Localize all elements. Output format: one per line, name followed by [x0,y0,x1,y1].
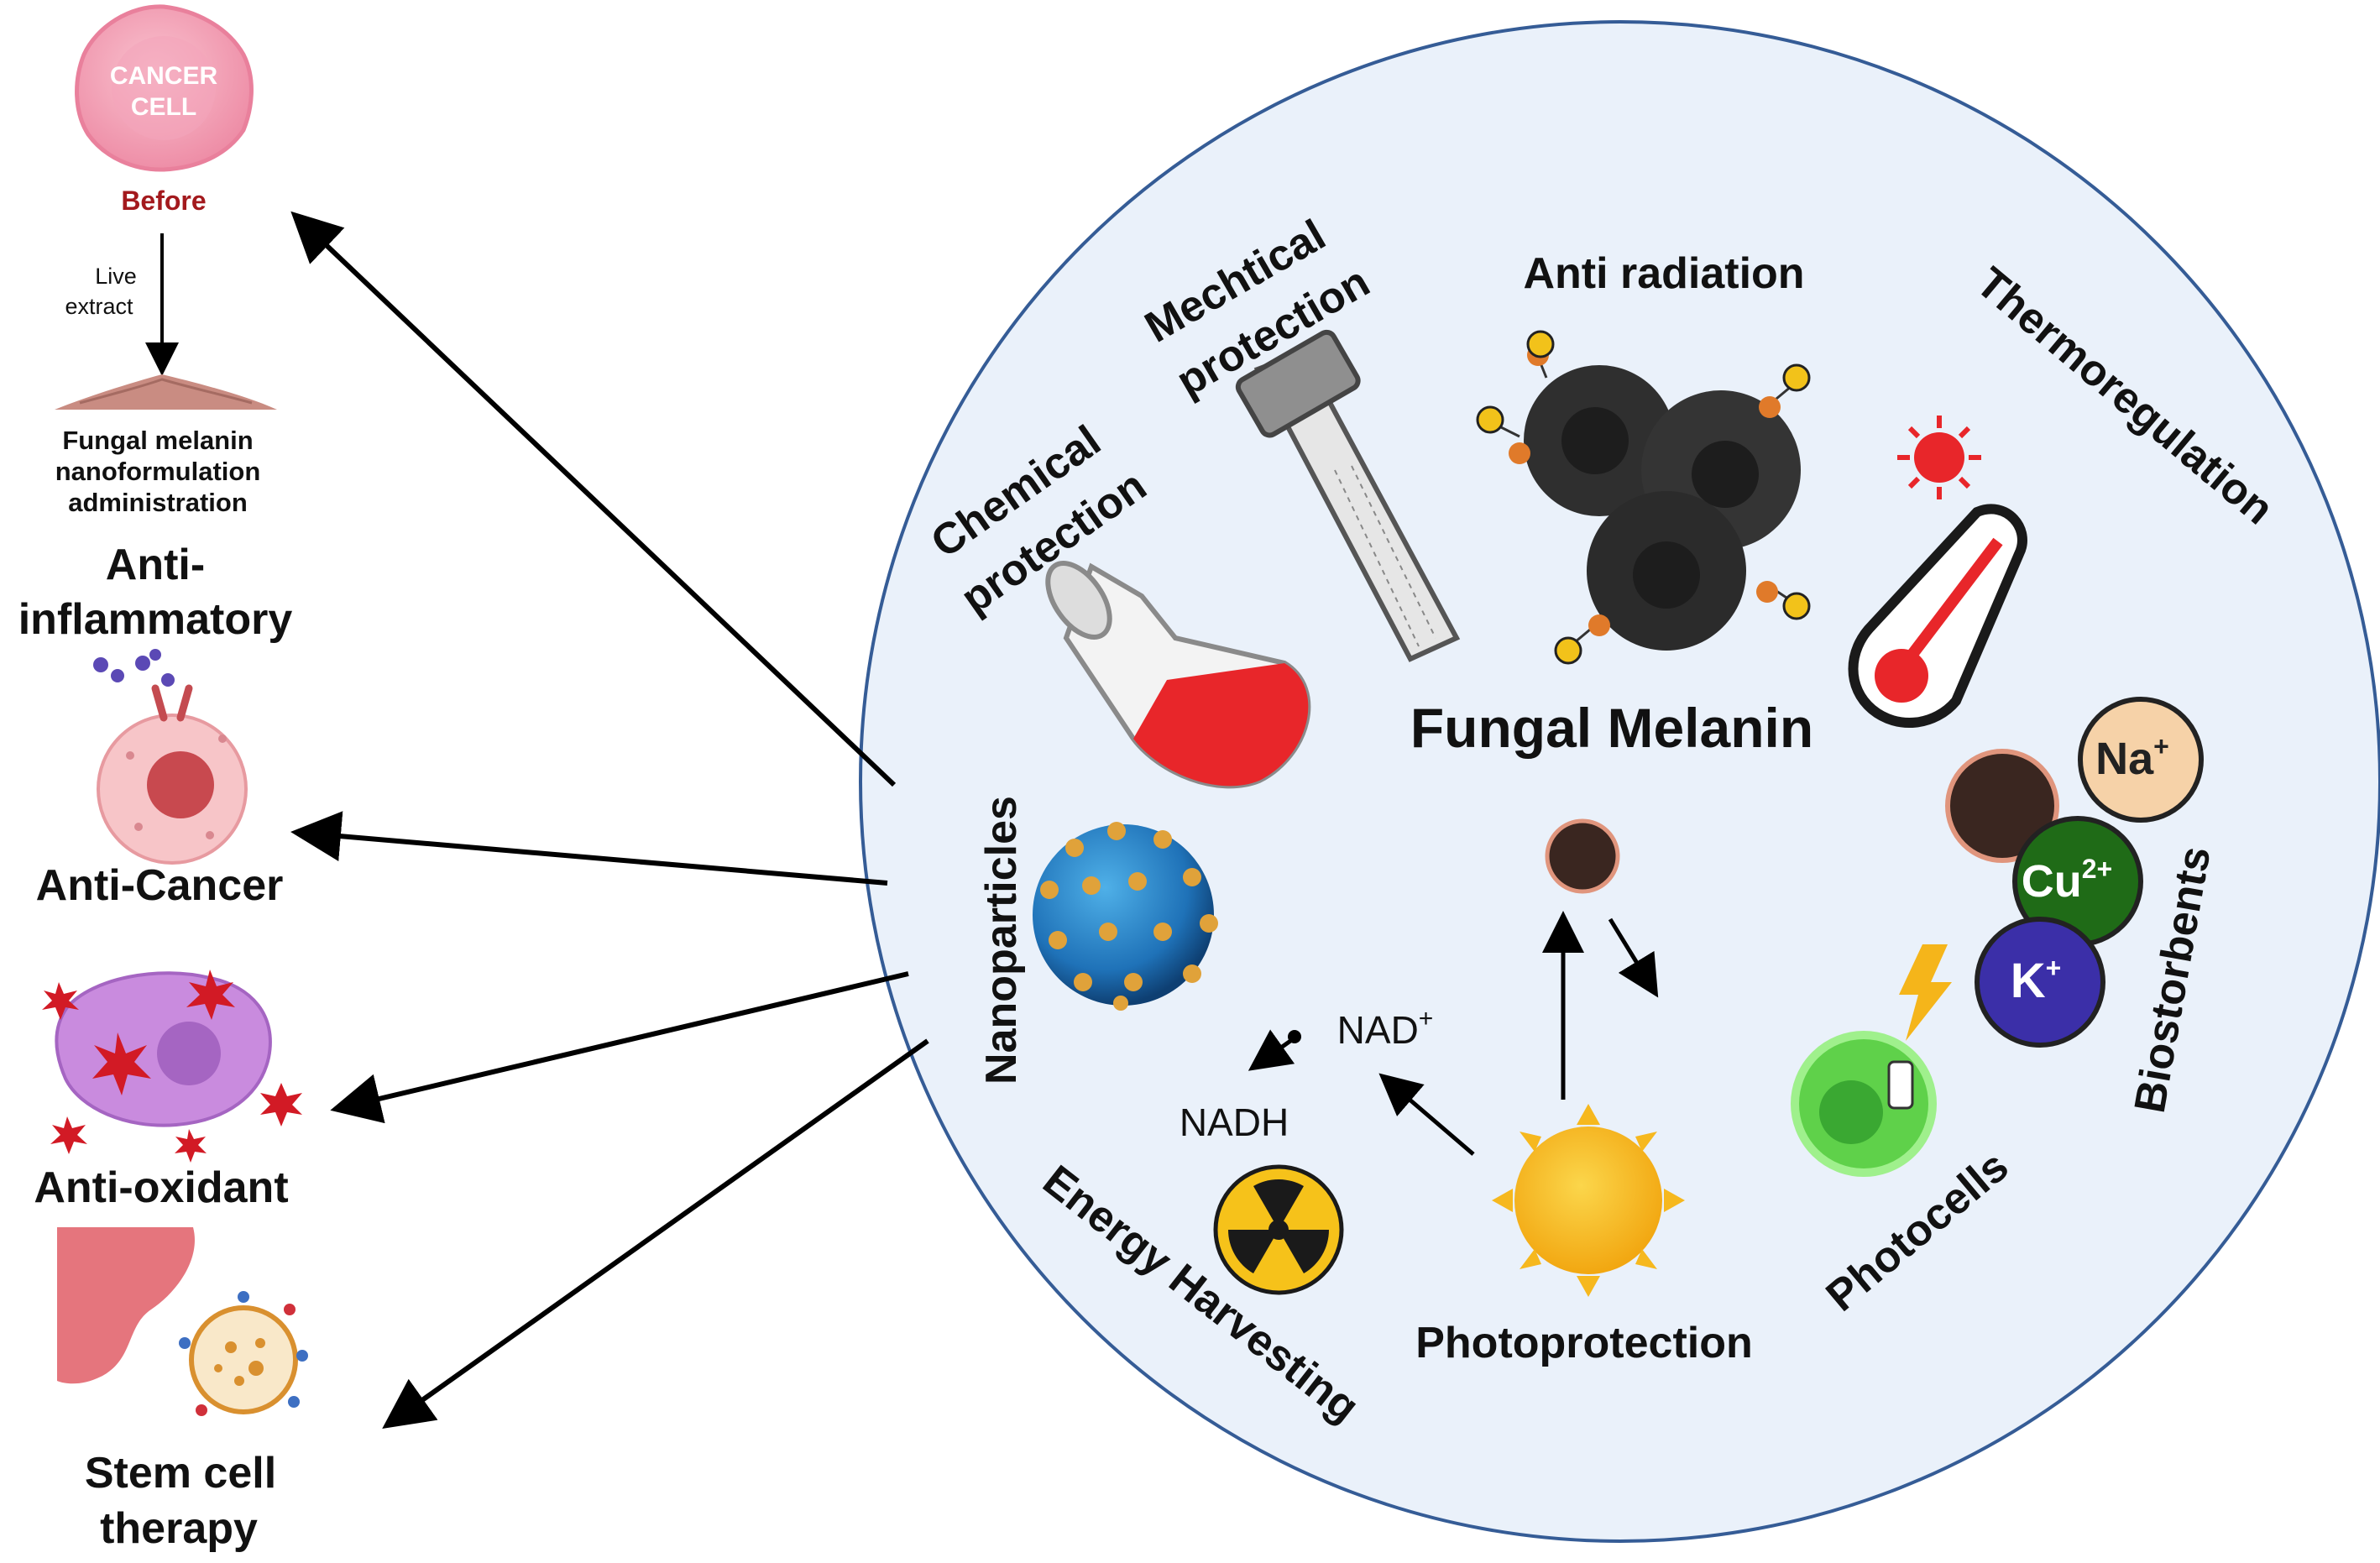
nad-plus-label: NAD+ [1337,1005,1434,1052]
nanoparticles-label: Nanoparticles [977,796,1026,1085]
photocell-icon [1791,944,1952,1177]
k-ion-label: K+ [2011,953,2062,1008]
anti-inflammatory-line2: inflammatory [18,595,293,644]
nadh-label: NADH [1180,1100,1289,1144]
melanin-powder-icon [55,374,277,410]
anti-oxidant-label: Anti-oxidant [34,1163,288,1212]
arrow-to-stem-cell [382,1038,929,1429]
arrow-to-anti-inflammatory [290,211,897,787]
cu-ion-label: Cu2+ [2022,854,2112,907]
hammer-icon [1235,329,1461,662]
melanin-particle-icon [1545,818,1620,894]
nad-dot [1288,1030,1301,1043]
arrow-to-anti-oxidant [330,971,909,1124]
arrow-sun-to-nad [1378,1073,1475,1156]
anti-radiation-label: Anti radiation [1523,249,1804,298]
oxidative-cell-icon [42,970,302,1163]
melanin-cluster-icon [1476,330,1811,665]
biosorbent-cluster-icon: Na+ Cu2+ K+ [1945,697,2204,1048]
cancer-cell-icon: CANCER CELL [75,4,254,172]
formulation-line2: nanoformulation [55,457,261,486]
process-label-line1: Live [95,264,137,289]
immune-cell-icon [93,649,248,865]
stem-cell-line2: therapy [100,1504,258,1553]
arrow-melanin-out [1608,917,1659,998]
fungal-melanin-circle [859,20,2380,1543]
sun-icon [1492,1104,1685,1297]
radiation-icon [1213,1164,1344,1295]
anti-cancer-label: Anti-Cancer [36,861,284,910]
cancer-cell-label-line1: CANCER [110,62,218,90]
before-label: Before [121,186,206,216]
sun-small-icon [1897,416,1981,499]
formulation-line1: Fungal melanin [62,426,253,455]
center-title: Fungal Melanin [1410,697,1813,759]
photoprotection-label: Photoprotection [1415,1319,1753,1367]
thermometer-icon [1848,504,2027,728]
arrow-nad-to-nadh [1248,1029,1295,1071]
nanoparticle-icon [1033,822,1218,1011]
na-ion-label: Na+ [2095,731,2169,784]
flask-icon [1045,561,1311,789]
stem-cell-icon [57,1227,308,1416]
process-label-line2: extract [65,294,133,319]
arrow-to-anti-cancer [290,811,888,886]
formulation-line3: administration [68,488,248,517]
cancer-cell-label-line2: CELL [131,93,196,121]
stem-cell-line1: Stem cell [85,1449,276,1498]
anti-inflammatory-line1: Anti- [106,541,205,589]
